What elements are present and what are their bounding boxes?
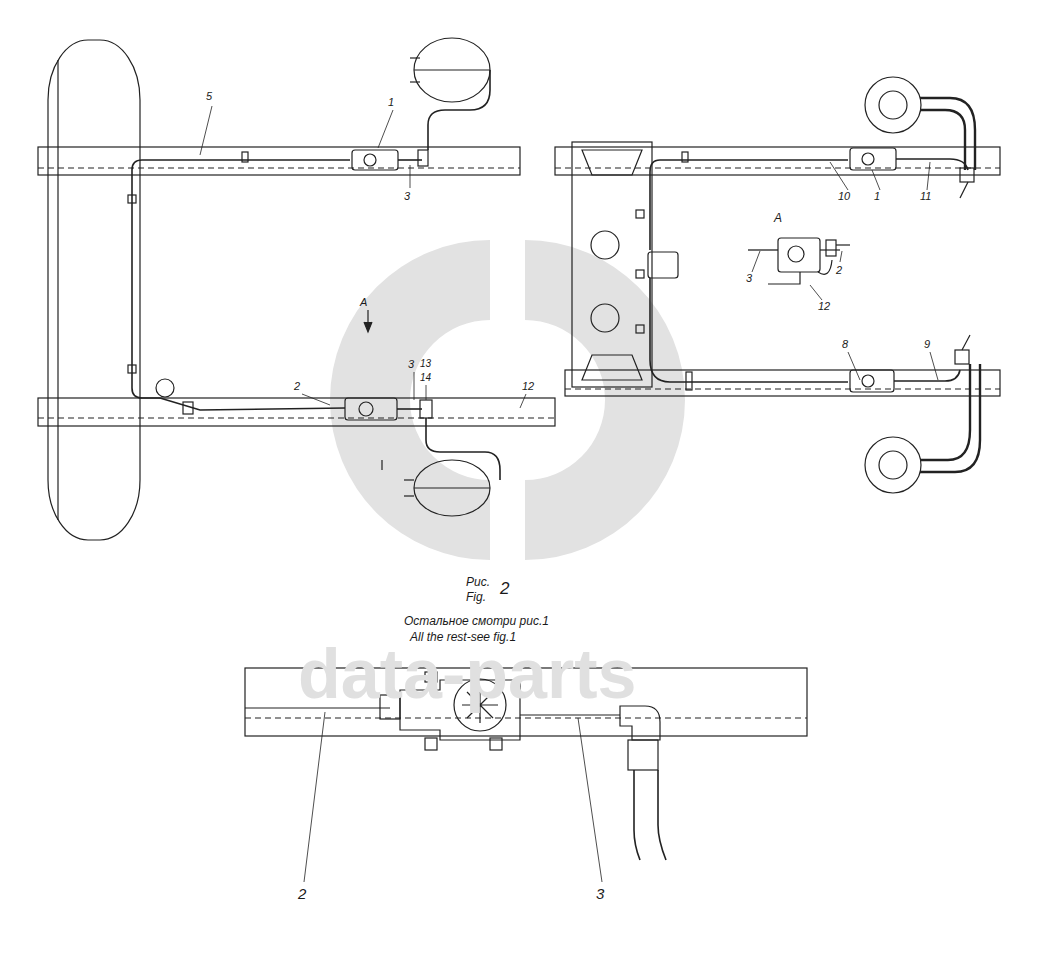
spring-brake-chamber bbox=[865, 77, 921, 133]
callout-number: 2 bbox=[298, 886, 306, 903]
spring-brake-chamber bbox=[865, 437, 921, 493]
frame-beam bbox=[38, 398, 555, 426]
view-letter: А bbox=[774, 212, 782, 225]
brake-chamber bbox=[414, 38, 490, 102]
callout-number: 9 bbox=[924, 338, 930, 350]
callout-number: 3 bbox=[404, 190, 410, 202]
frame-beam bbox=[565, 370, 1000, 396]
callout-number: 5 bbox=[206, 90, 212, 102]
callout-number: 1 bbox=[874, 190, 880, 202]
callout-number: 2 bbox=[294, 380, 300, 392]
detail-view bbox=[748, 238, 850, 284]
watermark: data-parts bbox=[298, 636, 636, 713]
callout-number: 13 bbox=[420, 358, 431, 369]
callout-number: 12 bbox=[522, 380, 534, 392]
brake-valve bbox=[850, 148, 896, 170]
note-text: Остальное смотри рис.1 bbox=[404, 615, 549, 628]
air-pipe bbox=[132, 160, 350, 398]
callout-number: 14 bbox=[420, 372, 431, 383]
cross-member bbox=[572, 142, 652, 387]
figure-number: 2 bbox=[500, 580, 509, 599]
air-pipe bbox=[650, 160, 848, 250]
wheel bbox=[48, 40, 140, 540]
callout-number: 3 bbox=[408, 358, 414, 370]
frame-beam bbox=[555, 147, 1000, 175]
brake-valve bbox=[352, 150, 398, 170]
callout-number: 11 bbox=[920, 190, 931, 202]
brake-valve bbox=[345, 398, 397, 420]
fitting bbox=[156, 379, 174, 397]
watermark-logo bbox=[330, 240, 685, 560]
view-letter: А bbox=[360, 296, 367, 308]
callout-number: 1 bbox=[388, 96, 394, 108]
callout-number: 8 bbox=[842, 338, 848, 350]
callout-number: 3 bbox=[596, 886, 604, 903]
callout-number: 3 bbox=[746, 272, 752, 284]
brake-valve bbox=[850, 370, 894, 392]
callout-number: 2 bbox=[836, 264, 842, 276]
frame-beam bbox=[38, 147, 520, 175]
callout-number: 10 bbox=[838, 190, 850, 202]
figure-label: Рис. bbox=[466, 576, 490, 589]
callout-number: 12 bbox=[818, 300, 830, 312]
leader-lines bbox=[200, 106, 938, 408]
figure-label: Fig. bbox=[466, 591, 486, 604]
fitting bbox=[648, 252, 678, 278]
brake-chamber bbox=[414, 460, 490, 516]
